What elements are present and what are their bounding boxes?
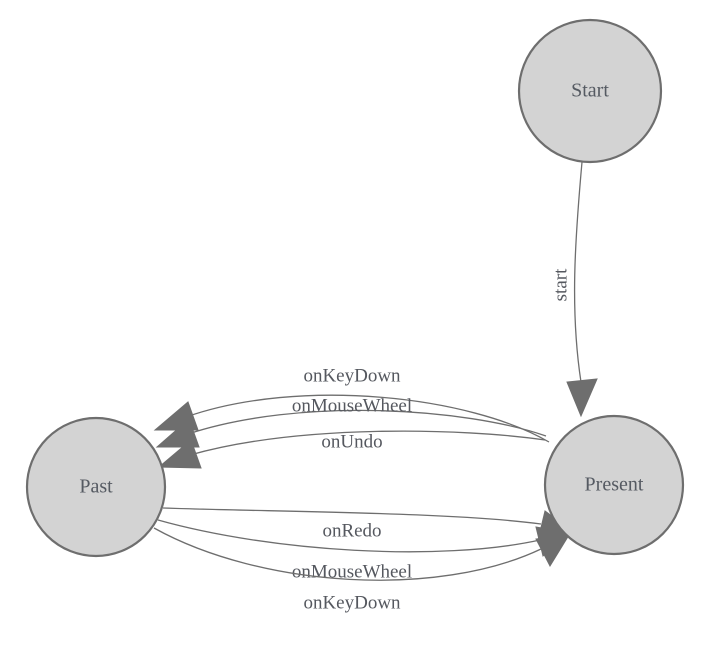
edge-start-to-present-arrowhead: [566, 378, 598, 418]
edge-present-to-past-onmousewheel-path: [187, 409, 547, 437]
node-present[interactable]: Present: [543, 414, 685, 556]
edge-start-to-present-path: [573, 161, 583, 383]
edge-past-to-present-onmousewheel-path: [157, 519, 541, 553]
edge-present-to-past-onkeydown[interactable]: onKeyDown: [153, 365, 550, 443]
edge-label-present-past-onkeydown: onKeyDown: [303, 365, 401, 386]
node-start-circle: [517, 18, 663, 164]
node-present-circle: [543, 414, 685, 556]
edge-label-present-past-onundo: onUndo: [321, 431, 382, 452]
edge-past-to-present-onmousewheel[interactable]: onMouseWheel: [157, 519, 572, 582]
edge-past-to-present-onredo[interactable]: onRedo: [162, 507, 573, 541]
edge-present-to-past-onundo-arrowhead: [157, 439, 202, 469]
edge-present-to-past-onundo[interactable]: onUndo: [157, 430, 546, 469]
edge-present-to-past-onmousewheel-arrowhead: [155, 418, 200, 448]
edge-label-past-present-onkeydown: onKeyDown: [303, 592, 401, 613]
edge-past-to-present-onkeydown-path: [153, 527, 542, 581]
edge-past-to-present-onkeydown[interactable]: onKeyDown: [153, 527, 570, 613]
node-past-circle: [25, 416, 167, 558]
edge-present-to-past-onmousewheel[interactable]: onMouseWheel: [155, 395, 547, 448]
node-start[interactable]: Start: [517, 18, 663, 164]
edge-present-to-past-onundo-path: [189, 430, 546, 456]
edge-start-to-present[interactable]: start: [550, 161, 598, 418]
node-past[interactable]: Past: [25, 416, 167, 558]
edge-past-to-present-onredo-path: [162, 507, 542, 525]
edge-label-past-present-onredo: onRedo: [322, 520, 381, 541]
edge-present-to-past-onkeydown-path: [185, 394, 550, 443]
edge-past-to-present-onkeydown-arrowhead: [535, 534, 570, 568]
edge-label-start: start: [550, 268, 571, 301]
